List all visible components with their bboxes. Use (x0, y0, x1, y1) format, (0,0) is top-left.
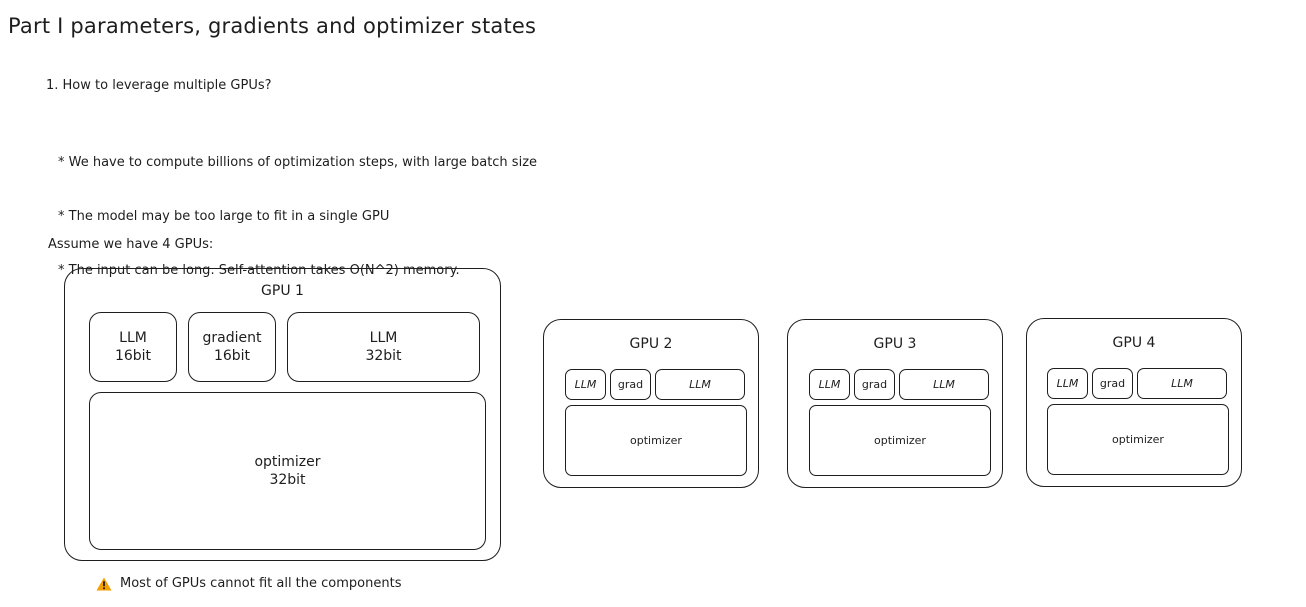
gpu2-llm32-label: LLM (689, 378, 711, 391)
gpu1-gradient16-box: gradient 16bit (188, 312, 276, 382)
bullet-item: * The model may be too large to fit in a… (58, 209, 390, 224)
warning-note: Most of GPUs cannot fit all the componen… (96, 576, 401, 591)
bullet-list: * We have to compute billions of optimiz… (58, 118, 537, 298)
gpu3-box: GPU 3 LLM grad LLM optimizer (787, 319, 1003, 488)
gpu2-llm32-box: LLM (655, 369, 745, 400)
gpu2-grad-box: grad (610, 369, 651, 400)
gpu2-optimizer-label: optimizer (630, 434, 682, 447)
gpu2-optimizer-box: optimizer (565, 405, 747, 476)
gpu3-grad-box: grad (854, 369, 895, 400)
gpu2-label: GPU 2 (629, 336, 673, 352)
gpu3-optimizer-label: optimizer (874, 434, 926, 447)
gpu2-box: GPU 2 LLM grad LLM optimizer (543, 319, 759, 488)
gpu4-llm-label: LLM (1056, 377, 1079, 390)
gpu3-label: GPU 3 (873, 336, 917, 352)
gpu3-llm-box: LLM (809, 369, 850, 400)
gpu1-llm16-box: LLM 16bit (89, 312, 177, 382)
assumption-text: Assume we have 4 GPUs: (48, 237, 214, 252)
gpu4-optimizer-label: optimizer (1112, 433, 1164, 446)
gpu4-llm-box: LLM (1047, 368, 1088, 399)
gpu1-label: GPU 1 (261, 283, 304, 299)
gpu4-llm32-label: LLM (1171, 377, 1193, 390)
warning-icon (96, 577, 112, 591)
bullet-item: * We have to compute billions of optimiz… (58, 155, 538, 170)
gpu3-llm32-label: LLM (933, 378, 955, 391)
page-title: Part I parameters, gradients and optimiz… (8, 14, 537, 38)
gpu3-grad-label: grad (861, 378, 888, 391)
gpu3-llm32-box: LLM (899, 369, 989, 400)
gpu2-llm-box: LLM (565, 369, 606, 400)
gpu3-llm-label: LLM (818, 378, 841, 391)
gpu1-llm32-label: LLM 32bit (365, 330, 402, 364)
question-heading: 1. How to leverage multiple GPUs? (46, 78, 272, 93)
gpu1-box: GPU 1 LLM 16bit gradient 16bit LLM 32bit… (64, 268, 501, 561)
gpu1-gradient16-label: gradient 16bit (202, 330, 262, 364)
gpu4-optimizer-box: optimizer (1047, 404, 1229, 475)
gpu2-llm-label: LLM (574, 378, 597, 391)
gpu4-grad-box: grad (1092, 368, 1133, 399)
bullet-item: * The input can be long. Self-attention … (58, 263, 460, 278)
gpu1-optimizer32-label: optimizer 32bit (254, 454, 321, 488)
gpu1-optimizer32-box: optimizer 32bit (89, 392, 486, 550)
gpu4-grad-label: grad (1099, 377, 1126, 390)
gpu4-box: GPU 4 LLM grad LLM optimizer (1026, 318, 1242, 487)
gpu1-llm32-box: LLM 32bit (287, 312, 480, 382)
gpu3-optimizer-box: optimizer (809, 405, 991, 476)
gpu4-llm32-box: LLM (1137, 368, 1227, 399)
gpu4-label: GPU 4 (1112, 335, 1156, 351)
gpu1-llm16-label: LLM 16bit (114, 330, 152, 364)
warning-text: Most of GPUs cannot fit all the componen… (120, 576, 402, 591)
gpu2-grad-label: grad (617, 378, 644, 391)
